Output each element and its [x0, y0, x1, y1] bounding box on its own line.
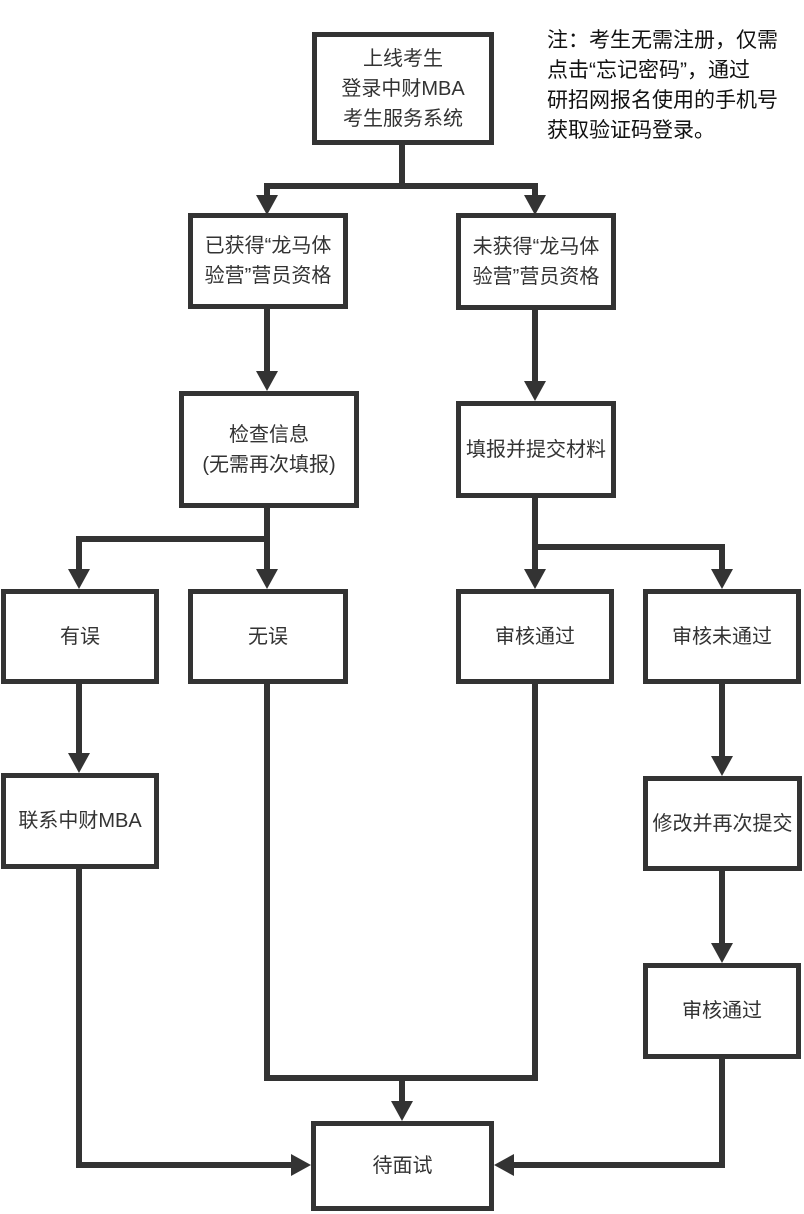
connector-noerror-long [264, 681, 270, 1081]
connector-split-top [264, 183, 538, 189]
arrowhead-down-icon [68, 753, 90, 773]
arrowhead-down-icon [256, 195, 278, 215]
connector-to-review-failed [719, 544, 725, 571]
arrowhead-down-icon [711, 756, 733, 776]
connector-qualified-check [264, 304, 270, 373]
node-review-passed: 审核通过 [456, 589, 614, 684]
connector-passed2-long [719, 1056, 725, 1168]
arrowhead-down-icon [256, 371, 278, 391]
arrowhead-down-icon [391, 1101, 413, 1121]
arrowhead-down-icon [524, 195, 546, 215]
connector-to-no-error [264, 536, 270, 571]
arrowhead-down-icon [256, 569, 278, 589]
arrowhead-down-icon [711, 569, 733, 589]
node-has-error: 有误 [1, 589, 159, 684]
connector-revise-passed2 [719, 866, 725, 945]
connector-to-not-qualified [532, 183, 538, 197]
note-line: 点击“忘记密码”，通过 [547, 59, 750, 82]
note-line: 研招网报名使用的手机号 [547, 89, 778, 112]
connector-split-check [76, 536, 270, 542]
node-revise-resubmit: 修改并再次提交 [643, 776, 802, 871]
connector-to-qualified [264, 183, 270, 197]
connector-left-in [76, 1162, 294, 1168]
node-start: 上线考生 登录中财MBA 考生服务系统 [312, 32, 494, 145]
arrowhead-down-icon [524, 381, 546, 401]
connector-check-down [264, 505, 270, 541]
arrowhead-down-icon [524, 569, 546, 589]
connector-haserror-contact [76, 681, 82, 755]
node-fill-submit: 填报并提交材料 [456, 401, 616, 498]
node-review-failed: 审核未通过 [643, 589, 801, 684]
connector-contact-long [76, 866, 82, 1168]
arrowhead-down-icon [711, 943, 733, 963]
connector-fill-down [532, 495, 538, 550]
connector-start-down [399, 143, 405, 189]
node-review-passed-2: 审核通过 [643, 963, 801, 1059]
node-check-info: 检查信息 (无需再次填报) [179, 391, 359, 508]
connector-notqualified-fill [532, 307, 538, 383]
connector-right-in [511, 1162, 725, 1168]
node-qualified: 已获得“龙马体 验营”营员资格 [188, 213, 348, 309]
node-no-error: 无误 [188, 589, 348, 684]
note-line: 注：考生无需注册，仅需 [547, 29, 778, 52]
note-annotation: 注：考生无需注册，仅需 点击“忘记密码”，通过 研招网报名使用的手机号 获取验证… [547, 26, 803, 146]
arrowhead-down-icon [68, 569, 90, 589]
node-not-qualified: 未获得“龙马体 验营”营员资格 [456, 213, 616, 310]
connector-failed-revise [719, 681, 725, 758]
node-contact-mba: 联系中财MBA [1, 773, 159, 869]
connector-to-review-passed [532, 544, 538, 571]
connector-split-fill [532, 544, 725, 550]
connector-merge-down [399, 1075, 405, 1103]
arrowhead-right-icon [291, 1154, 311, 1176]
note-line: 获取验证码登录。 [547, 119, 715, 142]
arrowhead-left-icon [494, 1154, 514, 1176]
node-await-interview: 待面试 [311, 1121, 494, 1211]
connector-to-has-error [76, 536, 82, 571]
connector-passed-long [532, 681, 538, 1081]
